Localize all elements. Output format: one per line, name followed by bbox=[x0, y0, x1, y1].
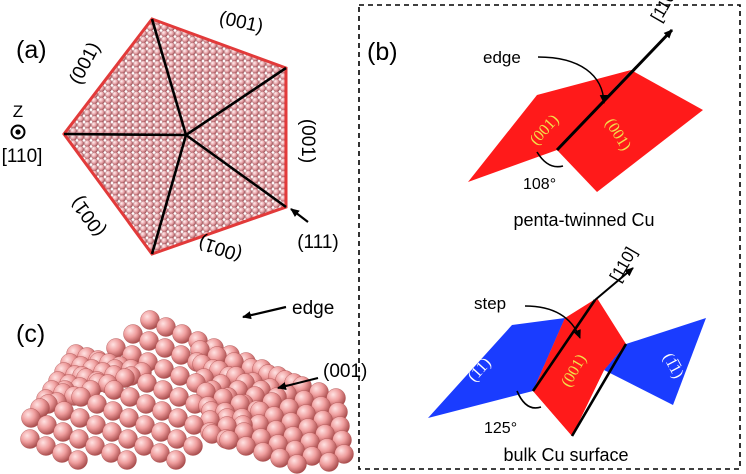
pentagon-nanowire-cross-section bbox=[62, 17, 288, 256]
angle-label-125: 125° bbox=[484, 420, 517, 437]
panel-a-label: (a) bbox=[16, 36, 47, 64]
atom-sphere bbox=[287, 454, 307, 474]
edge-arrow-c bbox=[242, 305, 287, 320]
panel-c: (c) edge (001) bbox=[16, 298, 367, 474]
atom-sphere bbox=[117, 450, 137, 470]
atom-sphere bbox=[183, 436, 203, 456]
atom-sphere bbox=[319, 452, 339, 472]
twin-boundaries bbox=[63, 18, 287, 255]
direction-label-top: [110] bbox=[647, 0, 682, 25]
step-pointer bbox=[524, 305, 581, 339]
axis-symbol: Z bbox=[13, 102, 23, 121]
angle-arc bbox=[536, 151, 564, 168]
facet-label-top: (001) bbox=[217, 8, 265, 38]
panel-b-label: (b) bbox=[367, 38, 398, 66]
atom-sphere bbox=[166, 450, 186, 470]
facet-arrow-c bbox=[277, 377, 319, 390]
step-direction-arrow bbox=[594, 267, 634, 301]
right-face bbox=[557, 70, 703, 192]
right-side-face bbox=[604, 318, 706, 405]
atom-sphere bbox=[68, 450, 88, 470]
facet-label-lower-left: (001) bbox=[67, 192, 110, 240]
atom-sphere bbox=[270, 448, 290, 468]
facet-label-upper-left: (001) bbox=[65, 39, 104, 88]
panel-c-label: (c) bbox=[16, 320, 45, 348]
panel-b-frame bbox=[358, 4, 741, 470]
edge-label: edge bbox=[483, 48, 521, 67]
panel-b: (b) (001) (001) edge [110] 108° penta-tw… bbox=[358, 0, 741, 470]
step-label: step bbox=[474, 294, 506, 313]
left-side-face bbox=[428, 318, 565, 418]
atom-sphere bbox=[219, 430, 239, 450]
caption-bulk-surface: bulk Cu surface bbox=[503, 445, 628, 465]
axis-direction: [110] bbox=[2, 146, 43, 167]
caption-penta-twinned: penta-twinned Cu bbox=[513, 210, 654, 230]
facet-label-c: (001) bbox=[323, 361, 367, 382]
edge-pointer bbox=[537, 56, 608, 104]
twin-plane-arrow bbox=[290, 208, 309, 223]
bulk-surface-diagram: (1̅1) (001) (1̅1) step [110] 125° bulk C… bbox=[428, 244, 706, 465]
atom-pile bbox=[20, 310, 354, 474]
edge-direction-arrow bbox=[555, 28, 674, 152]
step-edge-upper bbox=[570, 343, 628, 437]
atom-sphere bbox=[236, 436, 256, 456]
facet-label-bottom: (001) bbox=[196, 231, 245, 265]
edge-label-c: edge bbox=[292, 298, 334, 319]
out-of-plane-axis-icon bbox=[10, 124, 26, 140]
twin-plane-label: (111) bbox=[297, 232, 339, 253]
angle-label-108: 108° bbox=[523, 176, 556, 193]
penta-twinned-diagram: (001) (001) edge [110] 108° penta-twinne… bbox=[468, 0, 703, 230]
panel-a: (a) (001) (001) (001) (001) (001) Z [110… bbox=[2, 8, 339, 265]
left-face bbox=[468, 70, 631, 182]
center-face-top bbox=[533, 298, 626, 436]
facet-label-right: (001) bbox=[297, 119, 318, 163]
step-edge-lower bbox=[531, 299, 597, 392]
atom-sphere bbox=[253, 442, 273, 462]
atom-sphere bbox=[334, 444, 354, 464]
direction-label-bottom: [110] bbox=[606, 244, 641, 285]
angle-arc-125 bbox=[516, 390, 542, 409]
